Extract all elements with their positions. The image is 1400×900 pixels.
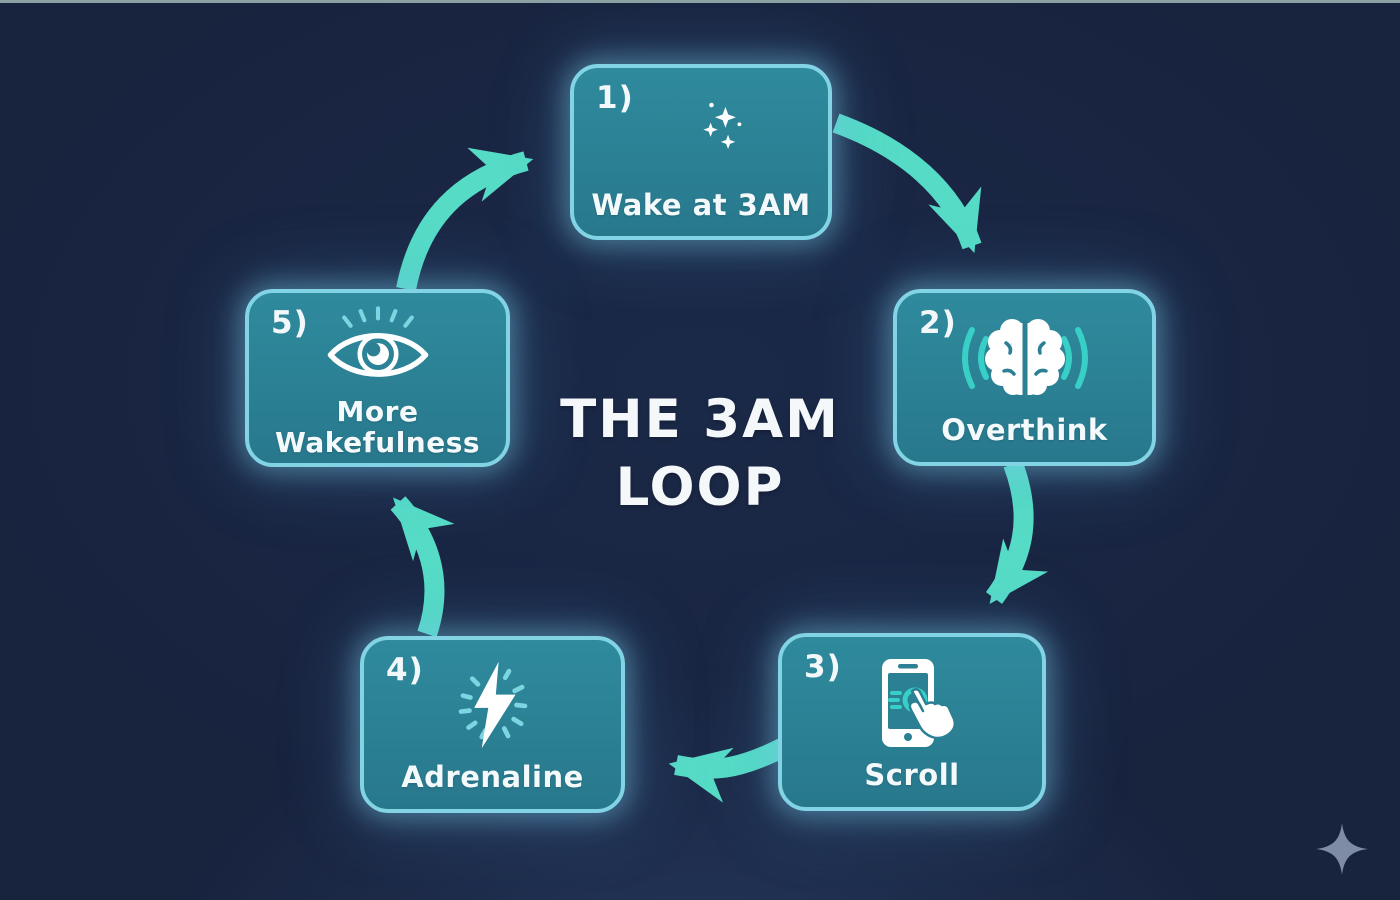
phone-tap-icon: [882, 658, 957, 747]
sparkle-icon: [1316, 823, 1368, 875]
arrow-adrenaline-to-wakefulness: [390, 496, 455, 638]
node-number: 1): [596, 80, 634, 116]
arrow-wake-to-overthink: [832, 113, 982, 254]
node-label: Overthink: [941, 413, 1108, 448]
node-number: 3): [804, 649, 842, 685]
eye-icon: [327, 305, 428, 377]
page-title: THE 3AM LOOP: [560, 386, 840, 522]
brain-waves-icon: [961, 319, 1088, 398]
arrow-scroll-to-adrenaline: [668, 738, 789, 803]
title-line-2: LOOP: [615, 456, 785, 518]
node-more-wakefulness: 5) More Wakefulness: [245, 289, 510, 467]
arrow-wakefulness-to-wake: [396, 147, 534, 292]
node-label: More Wakefulness: [274, 394, 481, 459]
node-wake-at-3am: 1) Wake at 3AM: [570, 64, 832, 240]
moon-stars-icon: [659, 94, 742, 172]
title-line-1: THE 3AM: [560, 389, 840, 450]
lightning-icon: [458, 662, 527, 749]
node-number: 2): [919, 305, 957, 341]
node-scroll: 3) Scroll: [778, 633, 1046, 811]
node-number: 5): [271, 305, 309, 341]
node-overthink: 2): [893, 289, 1156, 466]
node-label: Adrenaline: [401, 760, 584, 795]
node-number: 4): [386, 652, 424, 688]
top-edge-line: [0, 0, 1400, 3]
node-adrenaline: 4) Adrenaline: [360, 636, 625, 813]
node-label: Wake at 3AM: [591, 187, 811, 222]
node-label: Scroll: [864, 757, 960, 792]
arrow-overthink-to-scroll: [985, 460, 1049, 604]
